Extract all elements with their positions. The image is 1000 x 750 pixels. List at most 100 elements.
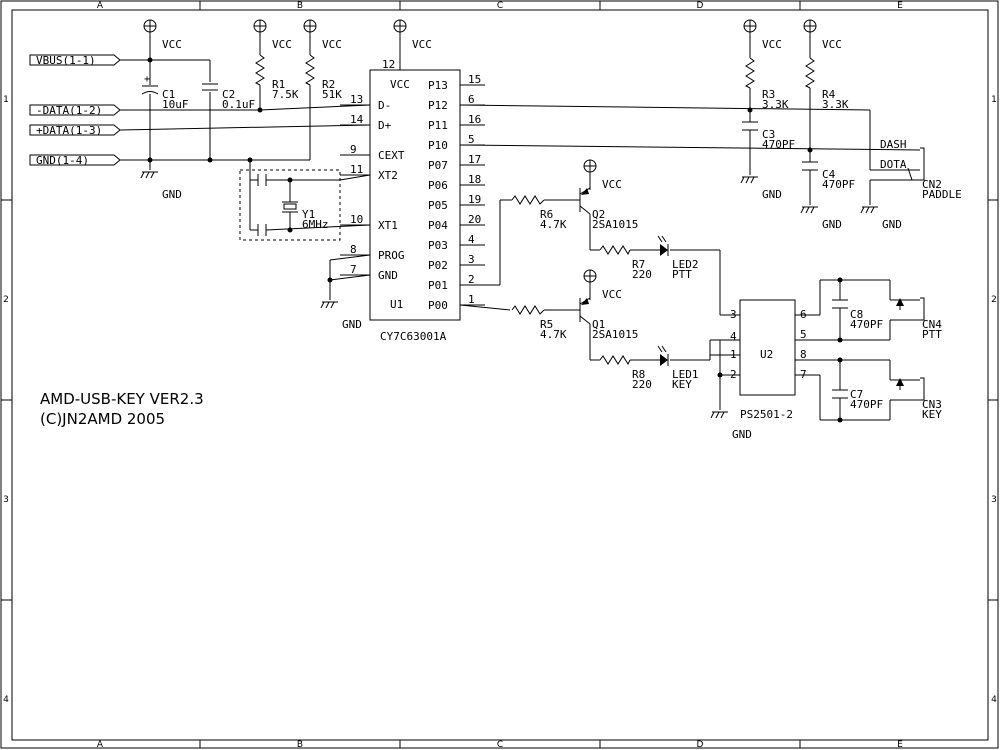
cn4-value: PTT — [922, 328, 942, 341]
u1-pin-name: P12 — [428, 99, 448, 112]
cn4-ref: CN4 — [922, 318, 942, 331]
u1-pin-name: P10 — [428, 139, 448, 152]
u1-pin-number: 14 — [350, 113, 364, 126]
zone-col-d-top: D — [697, 1, 704, 11]
u1-top-pin: 12 — [382, 58, 395, 71]
c3-ref: C3 — [762, 128, 775, 141]
led-led2: LED2 PTT — [657, 235, 699, 281]
r3-ref: R3 — [762, 88, 775, 101]
u1-pin-number: 5 — [468, 133, 475, 146]
transistor-q2: Q2 2SA1015 — [579, 187, 638, 231]
u1-pin-number: 15 — [468, 73, 481, 86]
port-vbus-label: VBUS(1-1) — [36, 54, 96, 67]
u1-pin-name: PROG — [378, 249, 405, 262]
vcc-icon: VCC — [393, 19, 432, 51]
ground-icon: GND — [320, 301, 362, 331]
u2-pin-5: 5 — [800, 328, 807, 341]
c4-value: 470PF — [822, 178, 855, 191]
zone-row-4-left: 4 — [3, 695, 9, 705]
zone-row-1-left: 1 — [3, 95, 9, 105]
vcc-icon: VCC — [803, 19, 842, 51]
gnd-label: GND — [822, 218, 842, 231]
y1-ref: Y1 — [302, 208, 315, 221]
zone-row-2-right: 2 — [991, 295, 997, 305]
gnd-label: GND — [762, 188, 782, 201]
r1-ref: R1 — [272, 78, 285, 91]
c1-ref: C1 — [162, 88, 175, 101]
zone-row-3-left: 3 — [3, 495, 9, 505]
cn2-value: PADDLE — [922, 188, 962, 201]
u1-pin-number: 11 — [350, 163, 363, 176]
zone-col-c-top: C — [497, 1, 503, 11]
gnd-label: GND — [162, 188, 182, 201]
r7-ref: R7 — [632, 258, 645, 271]
capacitor-c3: C3 470PF — [742, 121, 795, 151]
u1-pin-name: XT1 — [378, 219, 398, 232]
zone-col-b-top: B — [297, 1, 303, 11]
r2-value: 51K — [322, 88, 342, 101]
r1-value: 7.5K — [272, 88, 299, 101]
port-plus-data-label: +DATA(1-3) — [36, 124, 102, 137]
u1-pin-number: 9 — [350, 143, 357, 156]
transistor-q1: Q1 2SA1015 — [579, 297, 638, 341]
u1-pin-number: 4 — [468, 233, 475, 246]
connector-cn2: DASH DOTA CN2 PADDLE — [880, 138, 962, 201]
led1-value: KEY — [672, 378, 692, 391]
q2-ref: Q2 — [592, 208, 605, 221]
r8-value: 220 — [632, 378, 652, 391]
u1-pin-name: D- — [378, 99, 391, 112]
u1-pin-number: 20 — [468, 213, 481, 226]
cn2-dot: DOTA — [880, 158, 907, 171]
u1-pin-number: 13 — [350, 93, 363, 106]
u2-pin-4: 4 — [730, 330, 737, 343]
c7-value: 470PF — [850, 398, 883, 411]
u1-pin-name: P02 — [428, 259, 448, 272]
port-minus-data-label: -DATA(1-2) — [36, 104, 102, 117]
svg-text:+: + — [144, 74, 150, 85]
q2-value: 2SA1015 — [592, 218, 638, 231]
u1-right-pins: 15P136P1216P115P1017P0718P0619P0520P044P… — [428, 73, 485, 312]
c2-value: 0.1uF — [222, 98, 255, 111]
u1-pin-name: P11 — [428, 119, 448, 132]
zone-col-e-top: E — [897, 1, 903, 11]
resistor-r8: R8 220 — [599, 355, 652, 391]
vcc-icon: VCC — [743, 19, 782, 51]
u1-part: CY7C63001A — [380, 330, 447, 343]
zone-col-b-bottom: B — [297, 740, 303, 750]
zone-labels: A B C D E A B C D E 1 2 3 4 1 2 3 4 — [3, 1, 997, 750]
zone-row-1-right: 1 — [991, 95, 997, 105]
ground-icon: GND — [800, 206, 842, 231]
ground-icon: GND — [710, 411, 752, 441]
vcc-label: VCC — [162, 38, 182, 51]
vcc-label: VCC — [412, 38, 432, 51]
gnd-label: GND — [342, 318, 362, 331]
port-gnd-label: GND(1-4) — [36, 154, 89, 167]
u1-pin-number: 19 — [468, 193, 481, 206]
u1-pin-name: GND — [378, 269, 398, 282]
led1-ref: LED1 — [672, 368, 699, 381]
title-line-1: AMD-USB-KEY VER2.3 — [40, 390, 204, 408]
zone-col-c-bottom: C — [497, 740, 503, 750]
u1-pin-number: 7 — [350, 263, 357, 276]
title-block: AMD-USB-KEY VER2.3 (C)JN2AMD 2005 — [40, 390, 204, 428]
u1-pin-name: CEXT — [378, 149, 405, 162]
usb-ports: VBUS(1-1) -DATA(1-2) +DATA(1-3) GND(1-4) — [29, 54, 150, 167]
connector-cn3: CN3 KEY — [896, 377, 942, 421]
u1-ref: U1 — [390, 298, 403, 311]
ic-u2: U2 PS2501-2 3 4 1 2 6 5 8 7 — [730, 299, 807, 421]
vcc-icon: VCC — [583, 159, 622, 191]
u1-pin-number: 16 — [468, 113, 481, 126]
u1-pin-name: P06 — [428, 179, 448, 192]
q1-value: 2SA1015 — [592, 328, 638, 341]
cn2-dash: DASH — [880, 138, 907, 151]
r6-ref: R6 — [540, 208, 553, 221]
r4-value: 3.3K — [822, 98, 849, 111]
r8-ref: R8 — [632, 368, 645, 381]
y1-value: 6MHz — [302, 218, 329, 231]
u1-pin-name: P00 — [428, 299, 448, 312]
ground-icon: GND — [140, 171, 182, 201]
vcc-label: VCC — [602, 288, 622, 301]
r5-value: 4.7K — [540, 328, 567, 341]
